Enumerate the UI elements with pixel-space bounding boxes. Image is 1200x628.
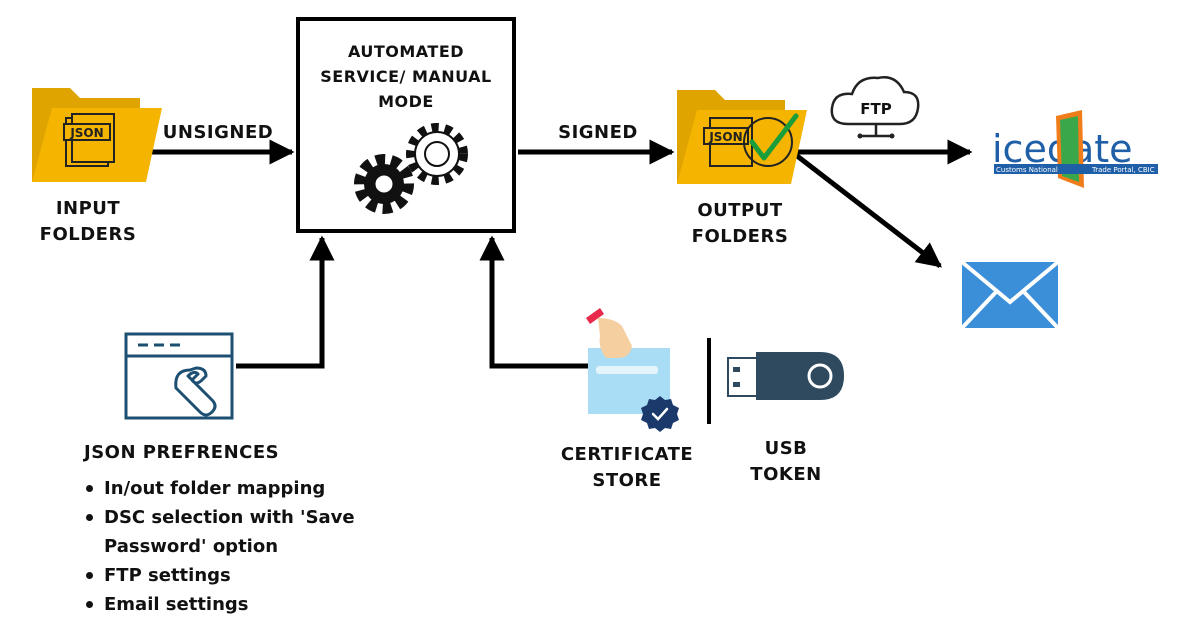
- json-preferences-list: In/out folder mapping DSC selection with…: [82, 474, 424, 619]
- arrow-output-to-email: [790, 150, 942, 268]
- output-folders-label-line-1: OUTPUT: [697, 200, 783, 221]
- icegate-tagline-right: Trade Portal, CBIC: [1091, 166, 1155, 174]
- output-folders-label-line-2: FOLDERS: [691, 226, 789, 247]
- gear-small-icon: [406, 123, 468, 185]
- json-preferences-title: JSON PREFRENCES: [84, 442, 280, 463]
- signed-label: SIGNED: [558, 122, 638, 143]
- list-item: FTP settings: [86, 561, 424, 590]
- certificate-store-label-line-1: CERTIFICATE: [560, 444, 694, 465]
- output-folders-label: OUTPUT FOLDERS: [678, 198, 802, 250]
- list-item: Email settings: [86, 590, 424, 619]
- input-folders-label: INPUT FOLDERS: [24, 196, 152, 248]
- gears-icon: [354, 123, 468, 214]
- output-json-badge: JSON: [708, 130, 742, 144]
- ftp-label: FTP: [860, 100, 891, 118]
- usb-token-label: USB TOKEN: [736, 436, 836, 488]
- certificate-store-label: CERTIFICATE STORE: [552, 442, 702, 494]
- arrow-prefs-to-mode: [236, 235, 335, 369]
- input-folder-icon: JSON: [32, 88, 162, 182]
- connectors: [150, 139, 973, 424]
- wrench-icon: [174, 366, 217, 417]
- usb-token-label-line-2: TOKEN: [750, 464, 822, 485]
- certificate-store-icon: [586, 308, 679, 432]
- automation-mode-box: AUTOMATED SERVICE/ MANUAL MODE: [296, 17, 516, 233]
- mode-label-line-1: AUTOMATED: [347, 42, 465, 61]
- arrow-cert-to-mode: [479, 235, 588, 369]
- mode-label-line-3: MODE: [378, 92, 434, 111]
- gear-large-icon: [354, 154, 414, 214]
- list-item: In/out folder mapping: [86, 474, 424, 503]
- input-folders-label-line-1: INPUT: [55, 198, 121, 219]
- output-folder-icon: JSON: [677, 90, 807, 184]
- check-mark-icon: [749, 113, 799, 161]
- certificate-store-label-line-2: STORE: [592, 470, 662, 491]
- mode-label-line-2: SERVICE/ MANUAL: [320, 67, 492, 86]
- verified-badge-icon: [641, 396, 679, 432]
- mode-label: AUTOMATED SERVICE/ MANUAL MODE: [300, 39, 512, 114]
- icegate-logo: icegate Customs National Trade Portal, C…: [992, 110, 1158, 188]
- email-icon: [960, 260, 1060, 330]
- icegate-tagline-left: Customs National: [996, 166, 1058, 174]
- list-item: DSC selection with 'Save Password' optio…: [86, 503, 424, 561]
- unsigned-label: UNSIGNED: [162, 122, 274, 143]
- settings-window-icon: [124, 332, 234, 420]
- input-json-badge: JSON: [69, 126, 103, 140]
- ftp-cloud-icon: FTP: [830, 76, 920, 139]
- usb-token-label-line-1: USB: [764, 438, 808, 459]
- input-folders-label-line-2: FOLDERS: [39, 224, 137, 245]
- usb-token-icon: [727, 352, 844, 400]
